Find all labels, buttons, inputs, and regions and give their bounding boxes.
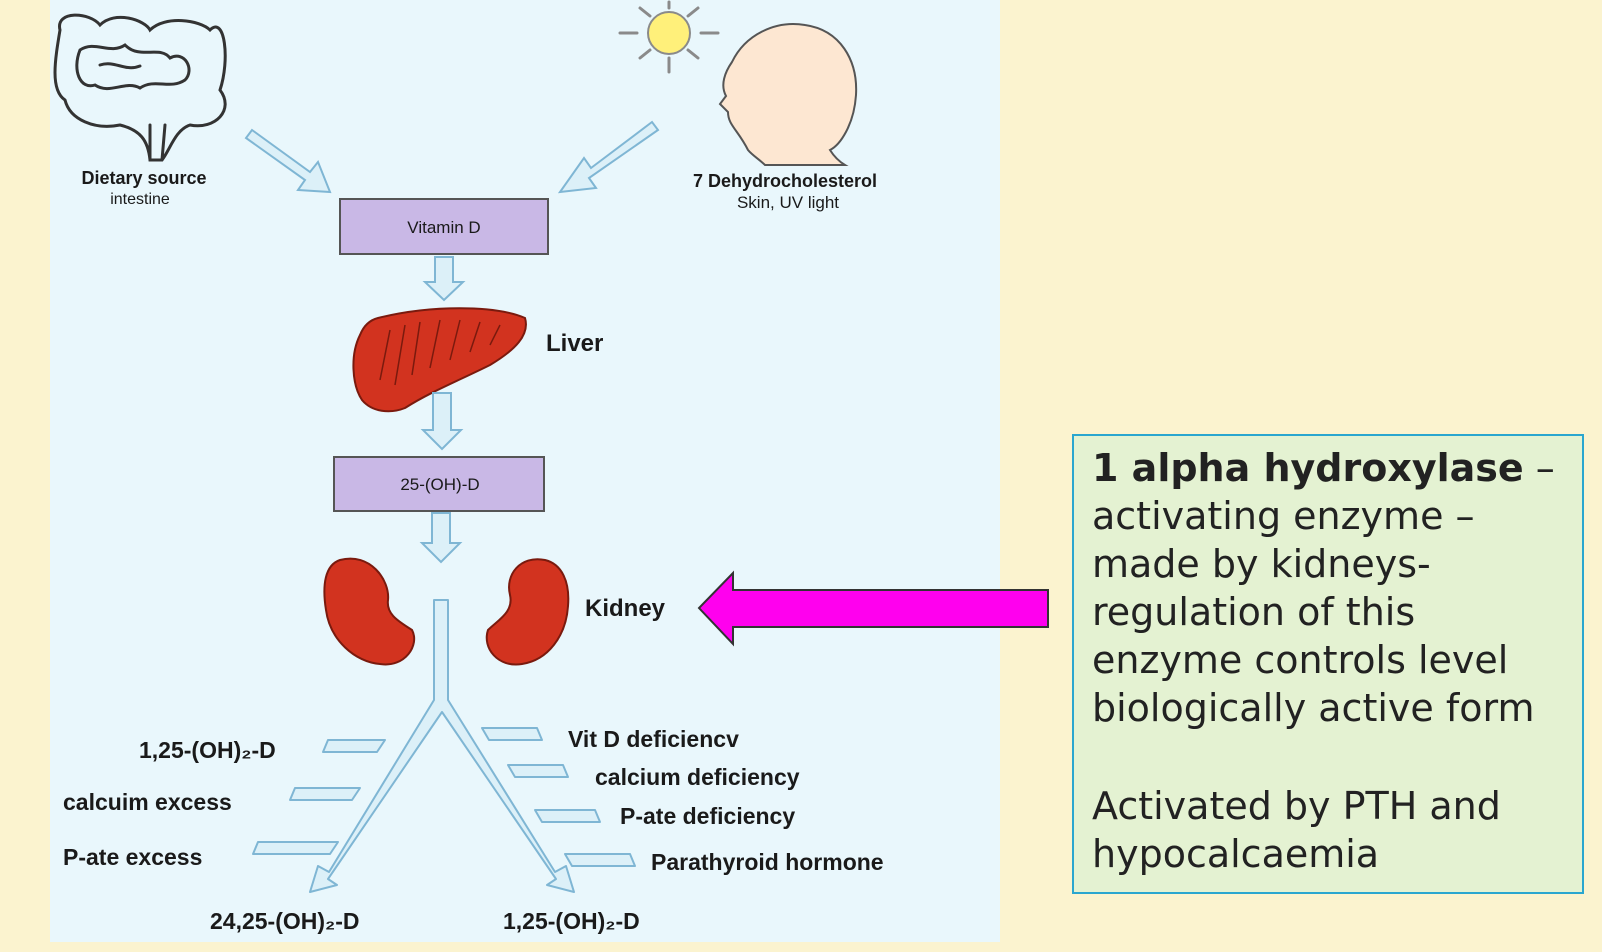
enzyme-note-box: 1 alpha hydroxylase – activating enzyme … [1072, 434, 1584, 894]
dietary-arrow [244, 128, 332, 194]
note-line-3: regulation of this [1092, 590, 1416, 634]
intestine-icon [53, 13, 227, 162]
vitamin-d-label: Vitamin D [407, 218, 480, 237]
note-title-suffix: – [1523, 446, 1555, 490]
liver-label: Liver [546, 330, 603, 357]
pointer-arrow [697, 570, 1049, 647]
sun-icon [618, 0, 720, 74]
left-branch-first-label: 1,25-(OH)₂-D [139, 737, 276, 763]
vitamin-d-box [339, 198, 549, 255]
dietary-source-label: Dietary source [81, 168, 206, 188]
branch-tree [252, 599, 636, 893]
right-kidney-icon [485, 558, 570, 666]
note-spacer [1092, 732, 1564, 782]
left-branch-third-label: P-ate excess [63, 844, 202, 870]
skin-uv-label: Skin, UV light [737, 193, 839, 212]
note-line-2: made by kidneys- [1092, 542, 1431, 586]
right-branch-fourth-label: Parathyroid hormone [651, 849, 884, 875]
note-line-1: activating enzyme – [1092, 494, 1475, 538]
down-arrow-to-kidney [419, 512, 463, 564]
skin-arrow [557, 120, 660, 194]
note-line-4: enzyme controls level [1092, 638, 1509, 682]
right-branch-first-label: Vit D deficiencv [568, 726, 739, 752]
right-branch-third-label: P-ate deficiency [620, 803, 795, 829]
intestine-label: intestine [110, 191, 170, 208]
note-line-5: biologically active form [1092, 686, 1535, 730]
left-branch-product-label: 24,25-(OH)₂-D [210, 908, 360, 934]
note-title-line: 1 alpha hydroxylase – [1092, 444, 1564, 492]
right-branch-second-label: calcium deficiency [595, 764, 800, 790]
note-line-6: Activated by PTH and [1092, 784, 1501, 828]
note-title: 1 alpha hydroxylase [1092, 446, 1524, 490]
down-arrow-to-25ohd [420, 392, 464, 451]
down-arrow-to-liver [422, 256, 466, 302]
left-kidney-icon [323, 557, 416, 666]
child-head-icon [718, 23, 858, 166]
kidney-label: Kidney [585, 595, 666, 622]
right-branch-product-label: 1,25-(OH)₂-D [503, 908, 640, 934]
hydroxy-25-box [333, 456, 545, 512]
note-line-7: hypocalcaemia [1092, 832, 1380, 876]
liver-icon [352, 307, 527, 413]
dehydrocholesterol-label: 7 Dehydrocholesterol [693, 171, 877, 191]
hydroxy-25-label: 25-(OH)-D [400, 475, 479, 494]
left-branch-second-label: calcuim excess [63, 789, 232, 815]
